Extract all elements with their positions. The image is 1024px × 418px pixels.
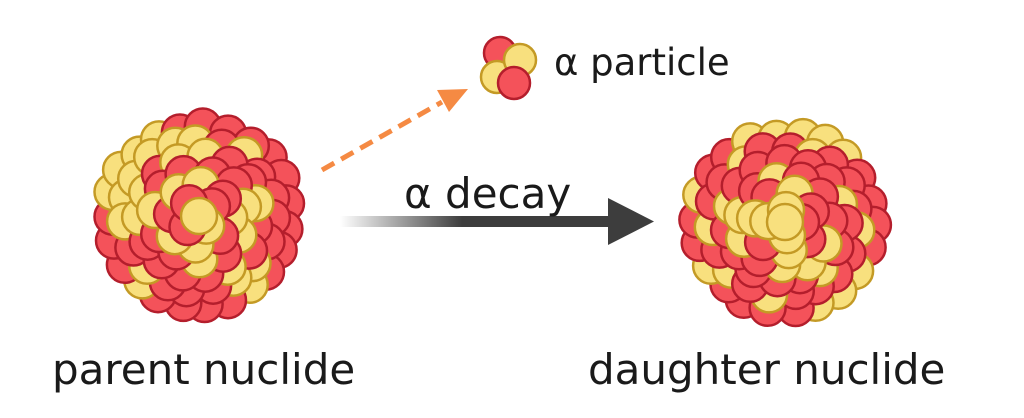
proton [496,65,532,101]
alpha-particle-label: α particle [554,41,730,84]
decay-arrow [340,198,654,245]
daughter-nucleus [678,117,893,328]
daughter-nuclide-label: daughter nuclide [588,345,946,394]
neutron [765,202,805,242]
parent-nucleus [93,107,306,324]
emission-arrow [320,89,468,173]
alpha-particle-cluster [479,35,538,101]
decay-arrow-shaft [340,216,612,227]
parent-nuclide-label: parent nuclide [52,345,356,394]
emission-arrow-shaft [320,99,444,173]
alpha-decay-label: α decay [404,169,572,218]
decay-arrow-head [608,198,654,245]
neutron [179,196,219,236]
emission-arrow-head [437,89,468,112]
